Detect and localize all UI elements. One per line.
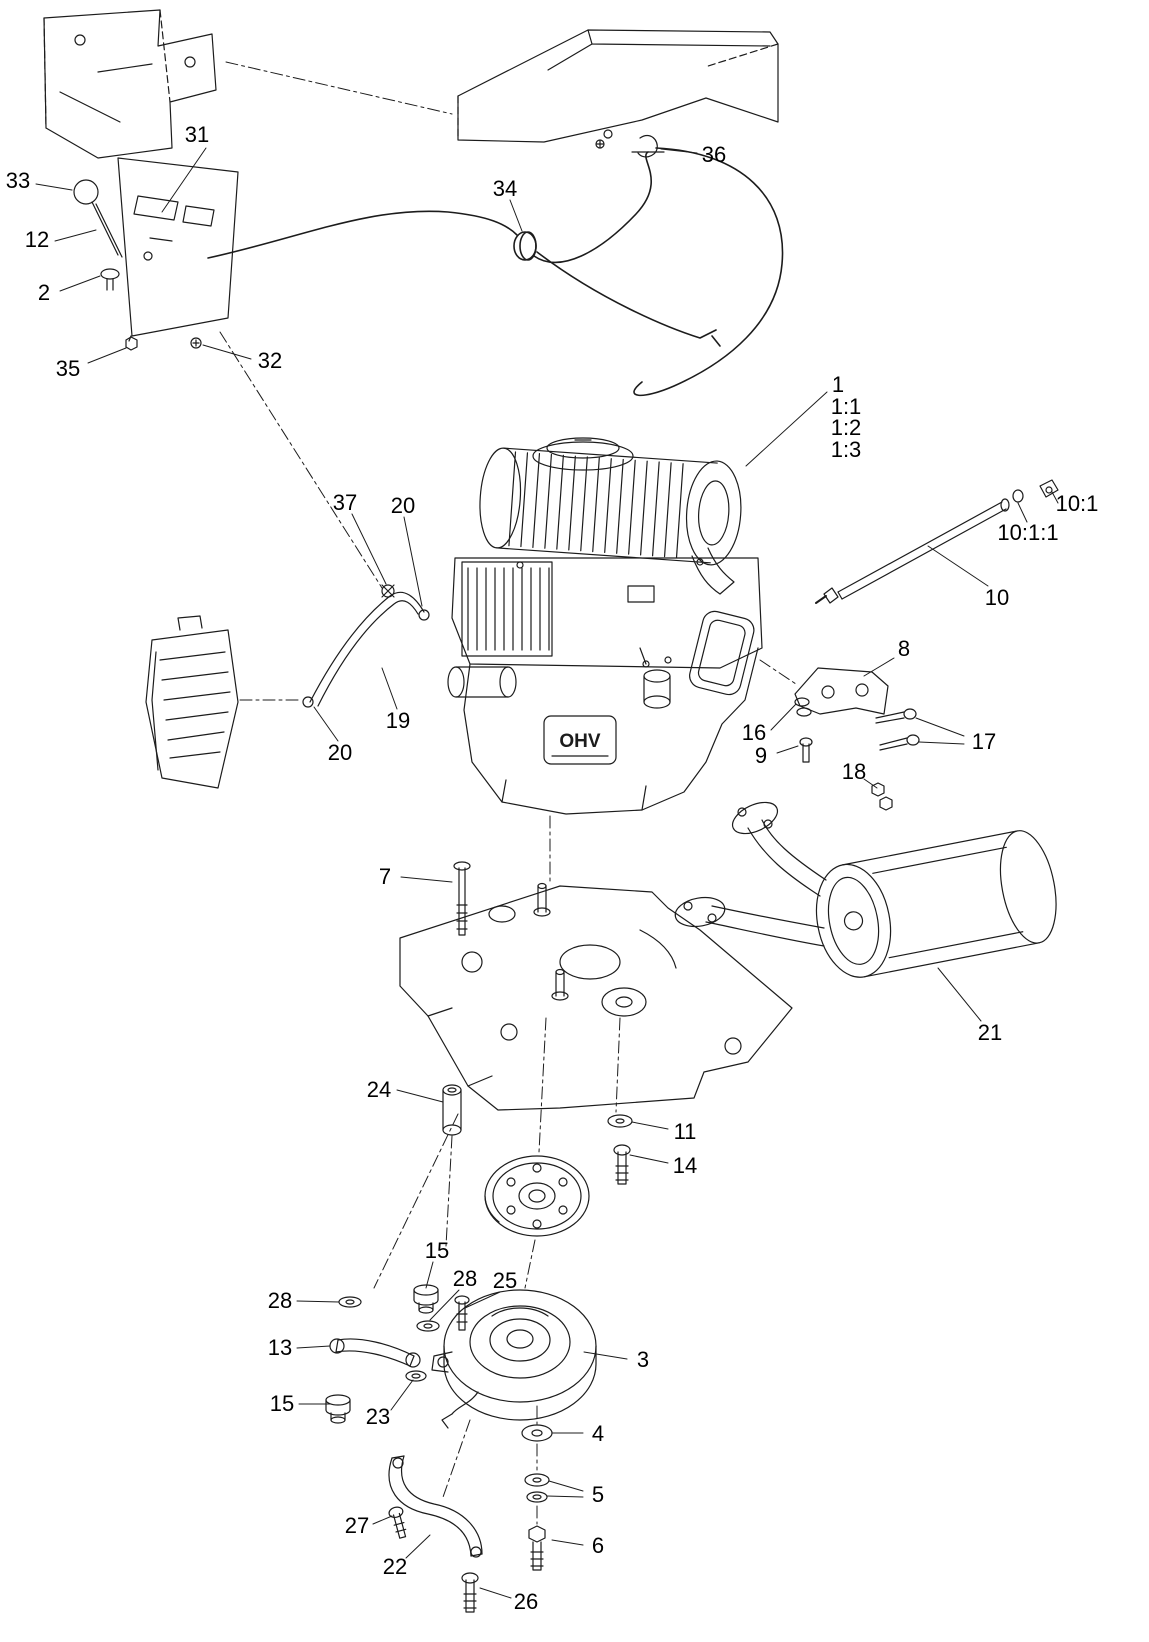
bolt-27-art xyxy=(388,1506,407,1539)
fuel-hose-art xyxy=(302,584,430,708)
washer-11-art xyxy=(607,1114,633,1128)
nut-18-art xyxy=(871,782,885,797)
air-cleaner-art xyxy=(479,447,742,566)
callout-15-a: 15 xyxy=(424,1238,450,1263)
bolt-17-art xyxy=(903,708,917,720)
callout-20-b: 20 xyxy=(327,740,353,765)
bolt-14-art xyxy=(613,1144,631,1185)
bolt-26-art xyxy=(461,1572,479,1613)
callout-12: 12 xyxy=(24,227,50,252)
callout-17: 17 xyxy=(971,729,997,754)
mount-plate-art xyxy=(399,882,793,1111)
callout-27: 27 xyxy=(344,1513,370,1538)
dipstick-art xyxy=(815,479,1059,604)
clutch-wire-art xyxy=(451,1391,479,1415)
callout-1-3: 1:3 xyxy=(830,437,862,462)
bolt-7-art xyxy=(453,861,471,936)
construction-lines xyxy=(219,61,797,1525)
washer-16-art xyxy=(794,697,810,707)
washer-4-art xyxy=(521,1424,553,1442)
callout-28-a: 28 xyxy=(267,1288,293,1313)
callout-16: 16 xyxy=(741,720,767,745)
engine-brand-text: OHV xyxy=(559,731,601,752)
callout-35: 35 xyxy=(55,356,81,381)
callout-11: 11 xyxy=(673,1119,697,1144)
bolt-9-art xyxy=(799,737,813,747)
fasteners-art xyxy=(325,861,633,1613)
callout-19: 19 xyxy=(385,708,411,733)
hose-clamp-art xyxy=(381,584,395,598)
control-panel-art xyxy=(73,157,239,351)
callout-2: 2 xyxy=(37,280,51,305)
callout-14: 14 xyxy=(672,1153,698,1178)
screw-32-art xyxy=(190,337,202,349)
spacer-24-art xyxy=(442,1084,462,1136)
clutch-stop-bracket-art xyxy=(388,1455,483,1558)
callout-10-1-1: 10:1:1 xyxy=(997,520,1059,545)
callout-13: 13 xyxy=(267,1335,293,1360)
throttle-cable-art xyxy=(207,147,784,397)
callout-24: 24 xyxy=(366,1077,392,1102)
callout-33: 33 xyxy=(5,168,31,193)
pulley-art xyxy=(484,1155,590,1237)
callout-28-b: 28 xyxy=(452,1266,478,1291)
washer-23-art xyxy=(405,1370,427,1382)
callout-1-2: 1:2 xyxy=(830,415,862,440)
cable-bracket-art xyxy=(457,29,779,158)
muffler-art xyxy=(674,801,1057,978)
callout-36: 36 xyxy=(701,142,727,167)
nut-35-art xyxy=(125,336,138,351)
leader-lines xyxy=(35,147,1059,1599)
heat-shield-art xyxy=(145,615,239,789)
callout-3: 3 xyxy=(636,1347,650,1372)
clutch-tab-art xyxy=(431,1351,453,1373)
callout-5: 5 xyxy=(591,1482,605,1507)
callout-37: 37 xyxy=(332,490,358,515)
bolt-6-art xyxy=(528,1525,546,1571)
clutch-art xyxy=(431,1289,597,1429)
callout-23: 23 xyxy=(365,1404,391,1429)
callout-15-b: 15 xyxy=(269,1391,295,1416)
callout-1-1: 1:1 xyxy=(830,394,862,419)
callout-8: 8 xyxy=(897,636,911,661)
washers-5-art xyxy=(524,1473,550,1503)
washer-28-art xyxy=(338,1296,440,1332)
callout-10: 10 xyxy=(984,585,1010,610)
lever-knob-art xyxy=(73,179,99,205)
callout-22: 22 xyxy=(382,1554,408,1579)
callout-10-1: 10:1 xyxy=(1055,491,1099,516)
callout-31: 31 xyxy=(184,122,210,147)
callout-4: 4 xyxy=(591,1421,605,1446)
clutch-strap-art xyxy=(329,1338,421,1368)
callout-21: 21 xyxy=(977,1020,1003,1045)
engine-bracket-art xyxy=(794,667,920,811)
hose-fitting-art xyxy=(302,696,314,708)
callout-9: 9 xyxy=(754,743,768,768)
callout-6: 6 xyxy=(591,1533,605,1558)
cable-clamp-art xyxy=(637,134,658,158)
callout-7: 7 xyxy=(378,864,392,889)
cable-loop-art xyxy=(513,231,537,261)
callout-18: 18 xyxy=(841,759,867,784)
bolt-25-art xyxy=(454,1295,470,1331)
dipstick-oring-art xyxy=(1012,489,1024,503)
dipstick-cap-art xyxy=(1039,479,1059,498)
callout-25: 25 xyxy=(492,1268,518,1293)
hose-fitting-art xyxy=(418,609,430,621)
callout-32: 32 xyxy=(257,348,283,373)
callout-20-a: 20 xyxy=(390,493,416,518)
bushing-15-art xyxy=(413,1284,439,1314)
upper-left-bracket-art xyxy=(43,9,217,159)
engine-art xyxy=(447,437,763,815)
callout-1: 1 xyxy=(831,372,845,397)
callout-26: 26 xyxy=(513,1589,539,1614)
callout-34: 34 xyxy=(492,176,518,201)
